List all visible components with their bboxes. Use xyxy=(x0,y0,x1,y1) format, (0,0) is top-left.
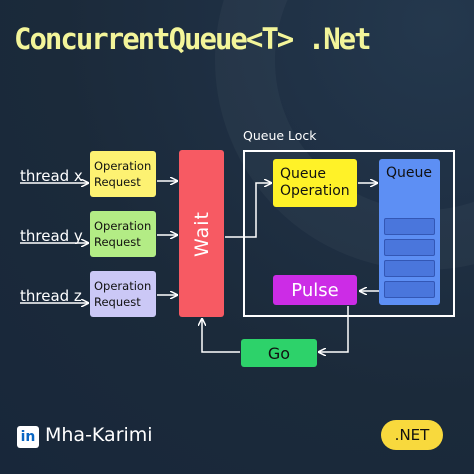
operation-request-y-line2: Request xyxy=(94,235,141,249)
author-handle: Mha-Karimi xyxy=(45,424,153,446)
queue-label: Queue xyxy=(386,165,432,181)
operation-request-x-line1: Operation xyxy=(94,159,152,173)
page-title: ConcurrentQueue<T> .Net xyxy=(14,22,372,56)
operation-request-z-line1: Operation xyxy=(94,279,152,293)
queue-lock-title: Queue Lock xyxy=(243,128,317,143)
wait-box: Wait xyxy=(179,150,224,317)
net-badge: .NET xyxy=(381,420,443,450)
queue-operation-line1: Queue xyxy=(280,166,326,182)
queue-slot xyxy=(384,260,435,277)
linkedin-logo-text: in xyxy=(20,429,36,445)
thread-x-label: thread x xyxy=(20,167,83,185)
queue-slot xyxy=(384,281,435,298)
operation-request-z: Operation Request xyxy=(90,271,156,317)
queue-operation-box: Queue Operation xyxy=(273,159,357,207)
arrow-go-to-wait xyxy=(202,319,240,353)
queue-operation-line2: Operation xyxy=(280,183,350,199)
operation-request-x-line2: Request xyxy=(94,175,141,189)
operation-request-z-line2: Request xyxy=(94,295,141,309)
linkedin-icon: in xyxy=(17,426,39,448)
arrow-pulse-to-go xyxy=(319,306,349,352)
queue-slot xyxy=(384,239,435,256)
arrow-wait-to-queue-operation xyxy=(225,183,271,238)
operation-request-x: Operation Request xyxy=(90,151,156,197)
thread-y-label: thread y xyxy=(20,227,83,245)
queue-slot xyxy=(384,218,435,235)
operation-request-y-line1: Operation xyxy=(94,219,152,233)
go-box: Go xyxy=(241,339,317,367)
queue-box: Queue xyxy=(379,159,440,305)
queue-lock-box xyxy=(243,150,455,317)
operation-request-y: Operation Request xyxy=(90,211,156,257)
pulse-box: Pulse xyxy=(273,275,357,305)
thread-z-label: thread z xyxy=(20,287,82,305)
